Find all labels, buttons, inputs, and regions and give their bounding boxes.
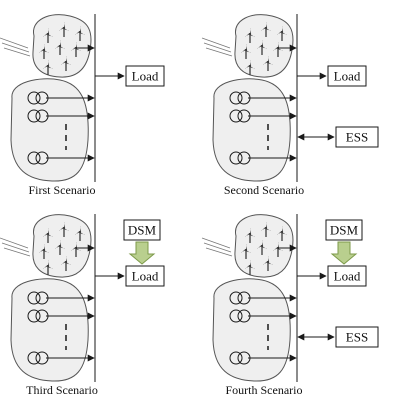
wind-turbine-icon [257,240,267,255]
wind-turbine-icon [71,242,81,257]
wind-farm-region [0,14,92,78]
load-box-label: Load [132,269,159,284]
wind-turbine-icon [43,60,53,75]
wind-gust-line [1,42,30,53]
wind-farm-region [201,14,294,78]
wind-turbine-icon [241,44,251,59]
wind-turbine-icon [245,228,255,243]
wind-turbine-icon [59,22,69,37]
wind-turbine-icon [245,60,255,75]
load-box: Load [125,65,165,87]
wind-gust-line [201,237,231,249]
wind-turbine-icon [75,226,85,241]
wind-turbine-icon [263,56,273,71]
ess-box: ESS [335,326,379,348]
wind-turbine-icon [55,40,65,55]
wind-turbine-icon [261,222,271,237]
scenario-caption: Second Scenario [224,183,304,197]
wind-turbine-icon [277,226,287,241]
dsm-box: DSM [123,219,161,241]
wind-turbine-icon [245,260,255,275]
load-box-label: Load [334,69,361,84]
wind-turbine-icon [55,240,65,255]
wind-turbine-icon [59,222,69,237]
scenario-caption: Third Scenario [26,383,98,397]
conventional-generation-region [10,278,89,382]
load-box: Load [125,265,165,287]
ess-box-label: ESS [346,330,368,345]
wind-farm-region [201,214,294,278]
wind-gust-line [203,42,232,53]
wind-turbine-icon [43,28,53,43]
wind-gust-line [205,247,233,257]
wind-turbine-icon [277,26,287,41]
wind-gust-line [0,37,29,49]
ess-box: ESS [335,126,379,148]
dsm-box: DSM [325,219,363,241]
dsm-box-label: DSM [330,223,359,238]
wind-turbine-icon [245,28,255,43]
wind-gust-line [3,247,31,257]
scenario-caption: Fourth Scenario [226,383,303,397]
conventional-generation-region [10,78,89,182]
load-box: Load [327,65,367,87]
scenario-caption: First Scenario [29,183,96,197]
wind-turbine-icon [241,244,251,259]
ess-box-label: ESS [346,130,368,145]
wind-turbine-icon [257,40,267,55]
wind-turbine-icon [75,26,85,41]
dsm-arrow-icon [330,241,358,265]
conventional-generation-region [212,278,291,382]
load-box-label: Load [334,269,361,284]
dsm-arrow-icon [128,241,156,265]
wind-farm-region [0,214,92,278]
wind-turbine-icon [263,256,273,271]
wind-turbine-icon [43,260,53,275]
wind-gust-line [201,37,231,49]
scenario-panel-third: Load DSM Third Scenario [0,214,165,397]
wind-turbine-icon [43,228,53,243]
wind-turbine-icon [39,244,49,259]
wind-gust-line [3,47,31,57]
scenario-panel-fourth: Load DSM ESS Fourth Scenario [201,214,379,397]
wind-turbine-icon [273,42,283,57]
load-box-label: Load [132,69,159,84]
wind-gust-line [0,237,29,249]
wind-gust-line [1,242,30,253]
conventional-generation-region [212,78,291,182]
wind-turbine-icon [61,256,71,271]
load-box: Load [327,265,367,287]
wind-turbine-icon [61,56,71,71]
dsm-box-label: DSM [128,223,157,238]
wind-turbine-icon [261,22,271,37]
wind-gust-line [203,242,232,253]
wind-gust-line [205,47,233,57]
wind-turbine-icon [39,44,49,59]
